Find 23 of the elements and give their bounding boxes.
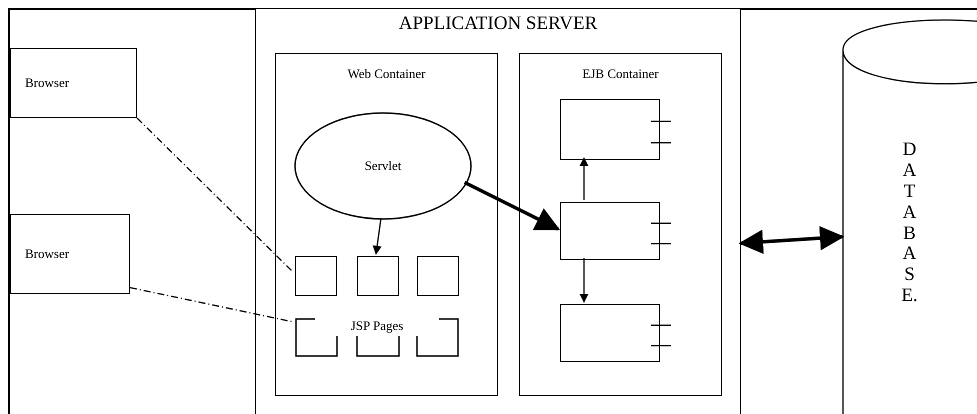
node-label: Browser bbox=[25, 246, 70, 262]
dashed-line bbox=[130, 286, 294, 322]
dashed-line bbox=[136, 118, 294, 272]
page-box bbox=[357, 256, 399, 296]
page-box bbox=[295, 256, 337, 296]
vertical-label: DATABASE. bbox=[900, 140, 919, 308]
container-title: APPLICATION SERVER bbox=[398, 13, 598, 35]
page-box bbox=[417, 256, 459, 296]
container-box bbox=[275, 53, 498, 396]
container-title: Web Container bbox=[346, 66, 426, 82]
node-label: Browser bbox=[25, 75, 70, 91]
arrow bbox=[738, 226, 844, 254]
arrow bbox=[579, 258, 589, 303]
node-label: Servlet bbox=[364, 158, 402, 174]
container-box bbox=[255, 8, 741, 414]
arrow bbox=[579, 157, 589, 200]
container-box bbox=[519, 53, 722, 396]
group-label: JSP Pages bbox=[350, 318, 404, 334]
arrow bbox=[372, 218, 382, 255]
process-box bbox=[10, 214, 130, 294]
arrow bbox=[464, 180, 560, 231]
container-title: EJB Container bbox=[581, 66, 660, 82]
process-box bbox=[10, 48, 137, 118]
